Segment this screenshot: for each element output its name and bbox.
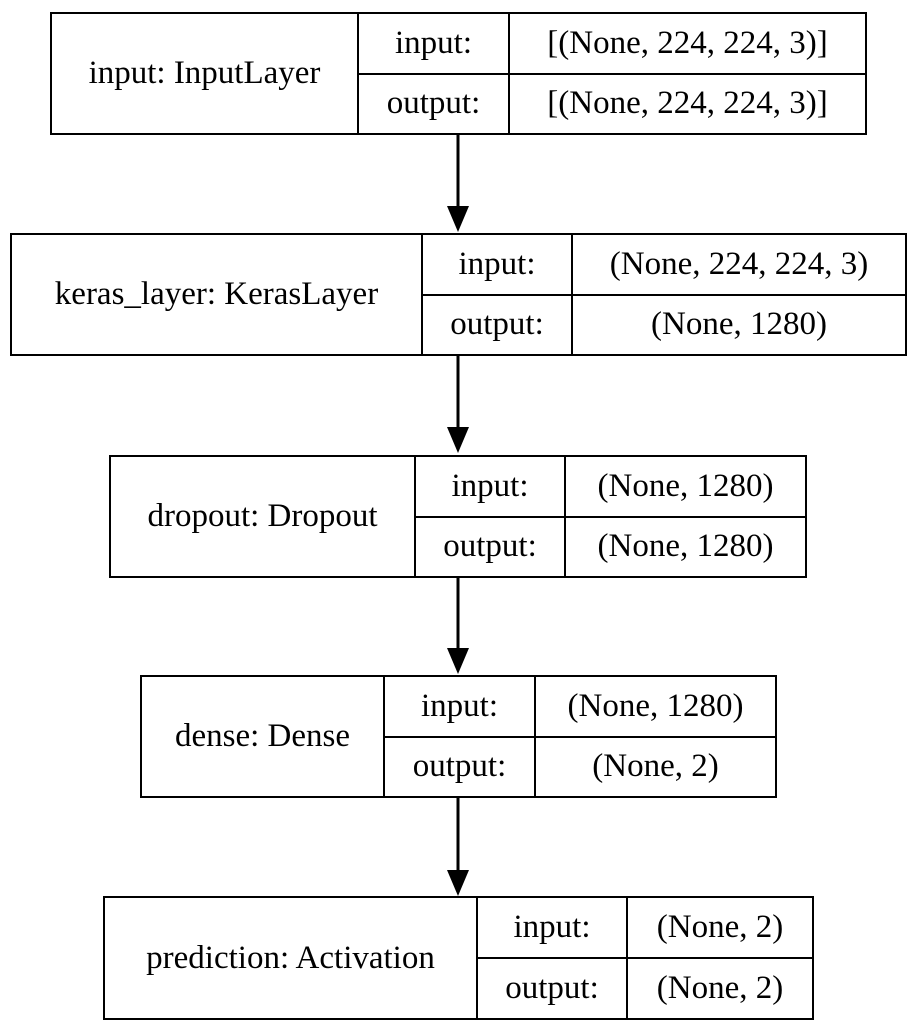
io-label-column: input: output: xyxy=(385,677,536,796)
io-label-column: input: output: xyxy=(416,457,566,576)
output-label: output: xyxy=(505,970,599,1006)
output-shape: (None, 2) xyxy=(656,970,784,1006)
node-name: dropout: Dropout xyxy=(111,457,416,576)
edge-input-to-keras-layer xyxy=(447,134,469,232)
input-shape: (None, 224, 224, 3) xyxy=(573,235,905,296)
input-label: input: xyxy=(385,677,534,738)
output-shape: (None, 1280) xyxy=(597,528,774,565)
input-label: input: xyxy=(423,235,571,296)
shape-column: (None, 1280) (None, 2) xyxy=(536,677,775,796)
node-input-layer: input: InputLayer input: output: [(None,… xyxy=(50,12,867,135)
edge-dense-to-prediction xyxy=(447,797,469,896)
input-label: input: xyxy=(416,457,564,518)
node-name: keras_layer: KerasLayer xyxy=(12,235,423,354)
shape-column: [(None, 224, 224, 3)] [(None, 224, 224, … xyxy=(510,14,865,133)
input-shape: (None, 1280) xyxy=(566,457,805,518)
input-shape: (None, 1280) xyxy=(536,677,775,738)
node-name: dense: Dense xyxy=(142,677,385,796)
edge-keras-layer-to-dropout xyxy=(447,355,469,453)
node-name: input: InputLayer xyxy=(52,14,359,133)
shape-column: (None, 1280) (None, 1280) xyxy=(566,457,805,576)
node-dropout: dropout: Dropout input: output: (None, 1… xyxy=(109,455,807,578)
io-label-column: input: output: xyxy=(423,235,573,354)
output-label: output: xyxy=(412,748,507,785)
output-shape: (None, 1280) xyxy=(651,306,827,343)
shape-column: (None, 2) (None, 2) xyxy=(628,898,812,1018)
io-label-column: input: output: xyxy=(359,14,510,133)
output-shape: [(None, 224, 224, 3)] xyxy=(547,85,828,122)
input-shape: (None, 2) xyxy=(628,898,812,959)
node-keras-layer: keras_layer: KerasLayer input: output: (… xyxy=(10,233,907,356)
output-label: output: xyxy=(450,306,544,343)
output-shape: (None, 2) xyxy=(592,748,719,785)
input-label: input: xyxy=(359,14,508,75)
node-name: prediction: Activation xyxy=(105,898,478,1018)
output-label: output: xyxy=(386,85,481,122)
node-prediction: prediction: Activation input: output: (N… xyxy=(103,896,814,1020)
shape-column: (None, 224, 224, 3) (None, 1280) xyxy=(573,235,905,354)
input-shape: [(None, 224, 224, 3)] xyxy=(510,14,865,75)
node-dense: dense: Dense input: output: (None, 1280)… xyxy=(140,675,777,798)
input-label: input: xyxy=(478,898,626,959)
io-label-column: input: output: xyxy=(478,898,628,1018)
edge-dropout-to-dense xyxy=(447,577,469,674)
output-label: output: xyxy=(443,528,537,565)
